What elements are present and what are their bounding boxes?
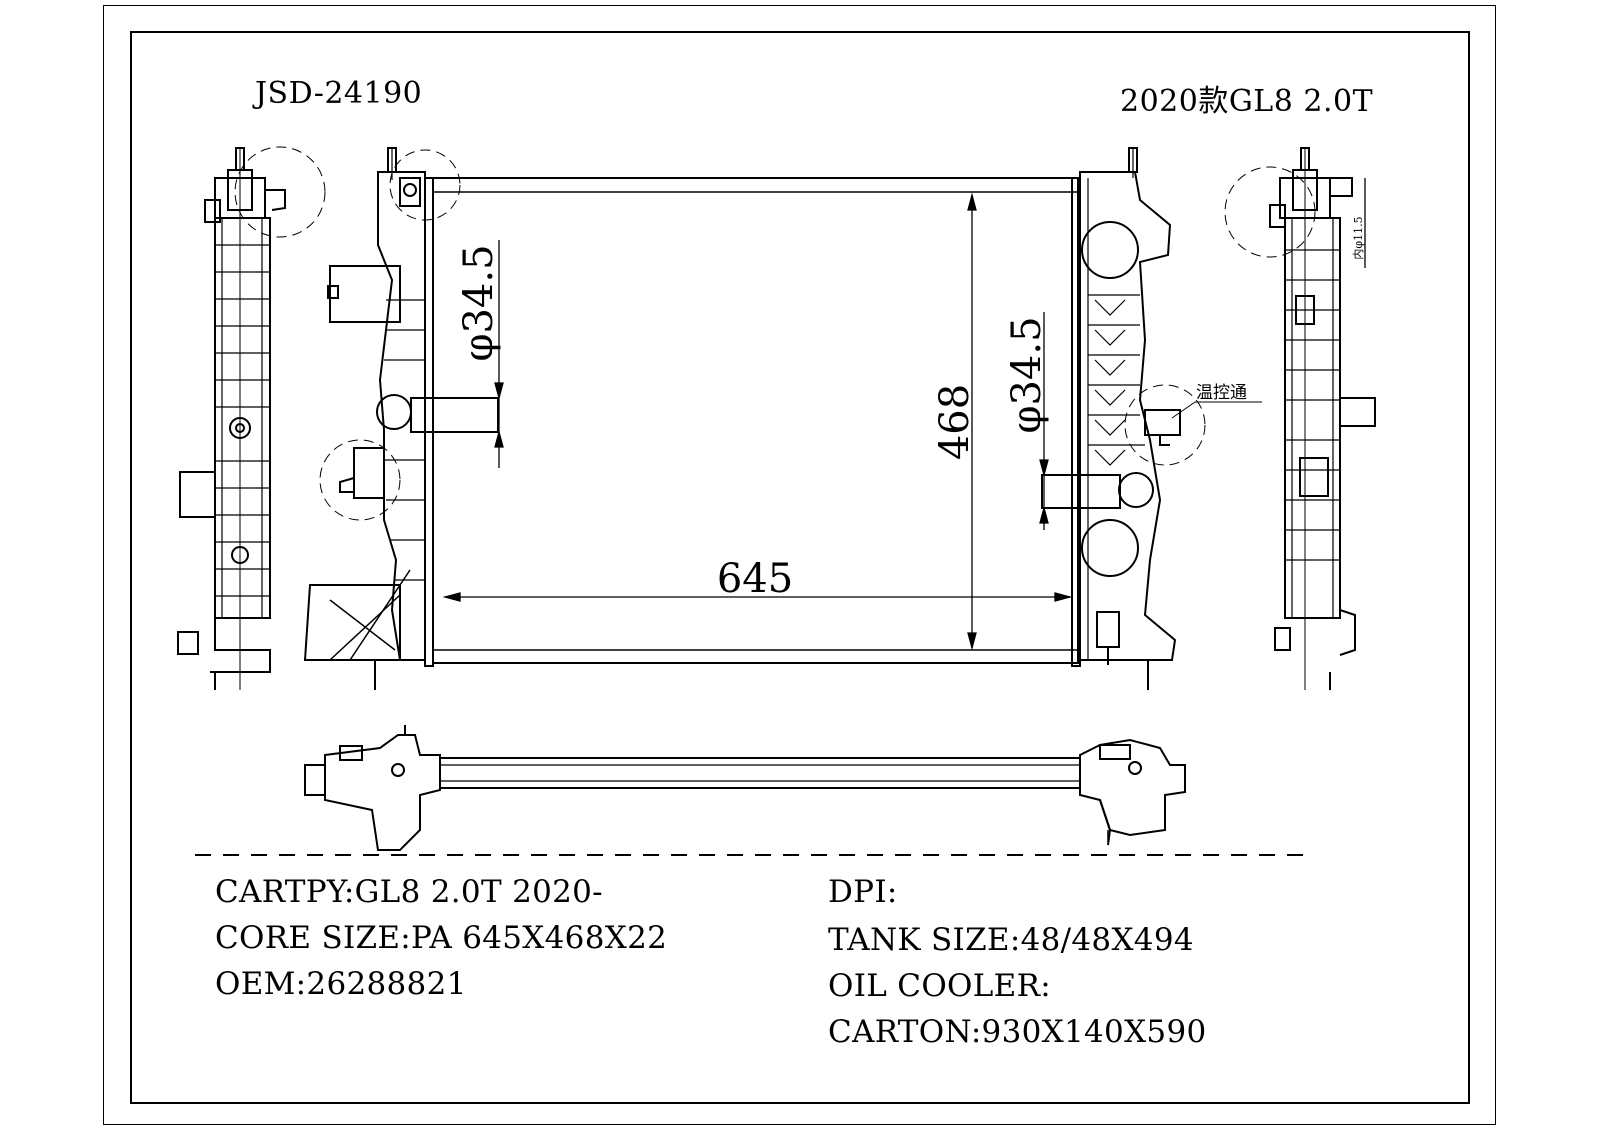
spec-oil-cooler: OIL COOLER: <box>828 968 1051 1004</box>
dimension-lines <box>442 178 1366 651</box>
spec-tank-size: TANK SIZE:48/48X494 <box>828 922 1194 958</box>
inner-frame <box>130 31 1470 1104</box>
front-right-tank <box>1041 147 1262 690</box>
part-number: JSD-24190 <box>255 76 423 111</box>
spec-car-type: CARTPY:GL8 2.0T 2020- <box>215 874 603 910</box>
spec-dpi: DPI: <box>828 874 898 910</box>
right-pipe-diameter: φ34.5 <box>1004 316 1050 433</box>
left-side-view <box>177 146 326 690</box>
width-dimension: 645 <box>717 556 793 602</box>
spec-core-size: CORE SIZE:PA 645X468X22 <box>215 920 668 956</box>
vehicle-model: 2020款GL8 2.0T <box>1120 84 1374 119</box>
spec-oem: OEM:26288821 <box>215 966 467 1002</box>
right-side-view <box>1224 147 1376 690</box>
outer-frame <box>103 5 1496 1125</box>
height-dimension: 468 <box>932 384 978 460</box>
left-pipe-diameter: φ34.5 <box>456 244 502 361</box>
bottom-view <box>304 725 1186 851</box>
inner-diameter-label: 内φ11.5 <box>1351 216 1365 259</box>
front-left-tank <box>303 147 499 690</box>
spec-carton: CARTON:930X140X590 <box>828 1014 1207 1050</box>
thermostat-label: 温控通 <box>1196 383 1247 403</box>
